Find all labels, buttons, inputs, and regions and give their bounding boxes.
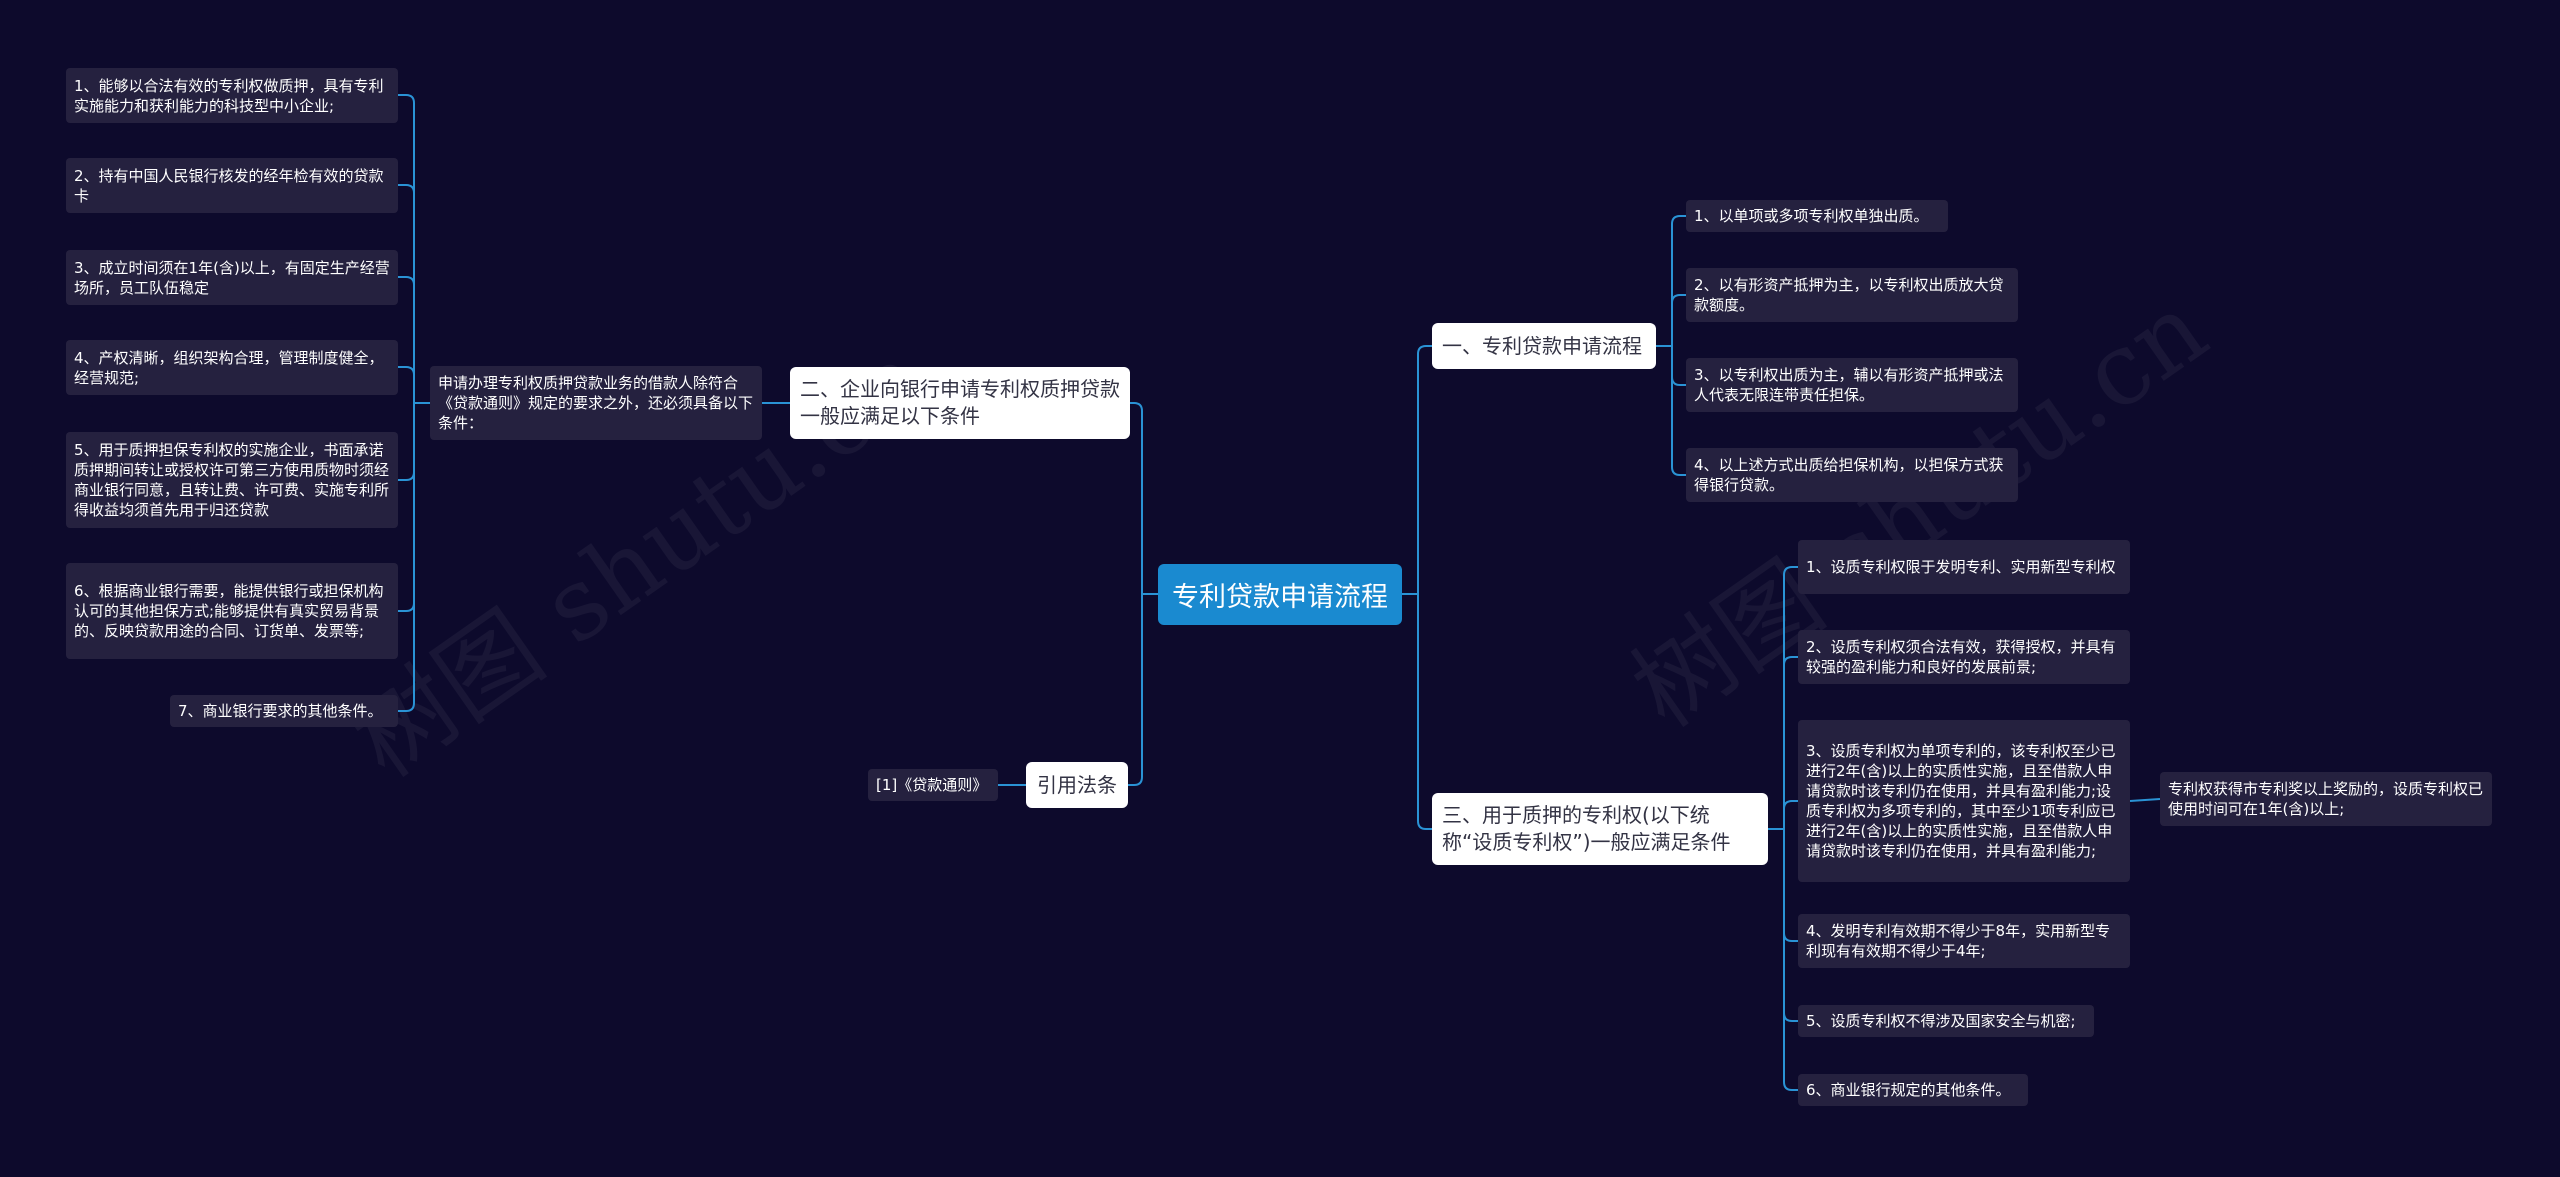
- b3-item[interactable]: 1、设质专利权限于发明专利、实用新型专利权: [1798, 540, 2130, 594]
- b2-item[interactable]: 1、能够以合法有效的专利权做质押，具有专利实施能力和获利能力的科技型中小企业;: [66, 68, 398, 123]
- b2-item[interactable]: 5、用于质押担保专利权的实施企业，书面承诺质押期间转让或授权许可第三方使用质物时…: [66, 432, 398, 528]
- b2-intro[interactable]: 申请办理专利权质押贷款业务的借款人除符合《贷款通则》规定的要求之外，还必须具备以…: [430, 366, 762, 440]
- b3-item[interactable]: 5、设质专利权不得涉及国家安全与机密;: [1798, 1005, 2094, 1037]
- connector: [1783, 800, 1798, 829]
- branch-loan-conditions[interactable]: 二、企业向银行申请专利权质押贷款一般应满足以下条件: [790, 367, 1130, 439]
- connector: [1671, 346, 1686, 386]
- connector: [1783, 829, 1798, 942]
- branch-application-process[interactable]: 一、专利贷款申请流程: [1432, 323, 1656, 369]
- connector: [1671, 294, 1686, 346]
- connector: [1783, 656, 1798, 829]
- b1-item[interactable]: 4、以上述方式出质给担保机构，以担保方式获得银行贷款。: [1686, 448, 2018, 502]
- b1-item[interactable]: 2、以有形资产抵押为主，以专利权出质放大贷款额度。: [1686, 268, 2018, 322]
- b1-item[interactable]: 1、以单项或多项专利权单独出质。: [1686, 200, 1948, 232]
- branch-cited-law[interactable]: 引用法条: [1026, 762, 1128, 808]
- root-topic[interactable]: 专利贷款申请流程: [1158, 564, 1402, 625]
- connector: [398, 184, 415, 403]
- branch-patent-conditions[interactable]: 三、用于质押的专利权(以下统称“设质专利权”)一般应满足条件: [1432, 793, 1768, 865]
- connector: [1671, 346, 1686, 476]
- connector: [1417, 345, 1432, 594]
- b2-item[interactable]: 6、根据商业银行需要，能提供银行或担保机构认可的其他担保方式;能够提供有真实贸易…: [66, 563, 398, 659]
- b3-item[interactable]: 6、商业银行规定的其他条件。: [1798, 1074, 2028, 1106]
- connector: [1783, 829, 1798, 1022]
- connector: [1783, 566, 1798, 829]
- b2-item[interactable]: 7、商业银行要求的其他条件。: [170, 695, 398, 727]
- connector: [398, 403, 415, 712]
- connector: [398, 403, 415, 612]
- b2-item[interactable]: 4、产权清晰，组织架构合理，管理制度健全，经营规范;: [66, 340, 398, 395]
- b4-item[interactable]: [1]《贷款通则》: [868, 769, 998, 801]
- b3-item[interactable]: 3、设质专利权为单项专利的，该专利权至少已进行2年(含)以上的实质性实施，且至借…: [1798, 720, 2130, 882]
- connector: [2129, 798, 2161, 802]
- b2-item[interactable]: 3、成立时间须在1年(含)以上，有固定生产经营场所，员工队伍稳定: [66, 250, 398, 305]
- b1-item[interactable]: 3、以专利权出质为主，辅以有形资产抵押或法人代表无限连带责任担保。: [1686, 358, 2018, 412]
- connector: [398, 94, 415, 403]
- b2-item[interactable]: 2、持有中国人民银行核发的经年检有效的贷款卡: [66, 158, 398, 213]
- b3-sub-item[interactable]: 专利权获得市专利奖以上奖励的，设质专利权已使用时间可在1年(含)以上;: [2160, 772, 2492, 826]
- connector: [1417, 594, 1432, 830]
- connector: [398, 276, 415, 403]
- connector: [1671, 215, 1686, 346]
- b3-item[interactable]: 2、设质专利权须合法有效，获得授权，并具有较强的盈利能力和良好的发展前景;: [1798, 630, 2130, 684]
- connector: [1128, 402, 1143, 594]
- connector: [1783, 829, 1798, 1091]
- connector: [1128, 594, 1143, 786]
- connector: [398, 366, 415, 403]
- b3-item[interactable]: 4、发明专利有效期不得少于8年，实用新型专利现有有效期不得少于4年;: [1798, 914, 2130, 968]
- connector: [398, 403, 415, 481]
